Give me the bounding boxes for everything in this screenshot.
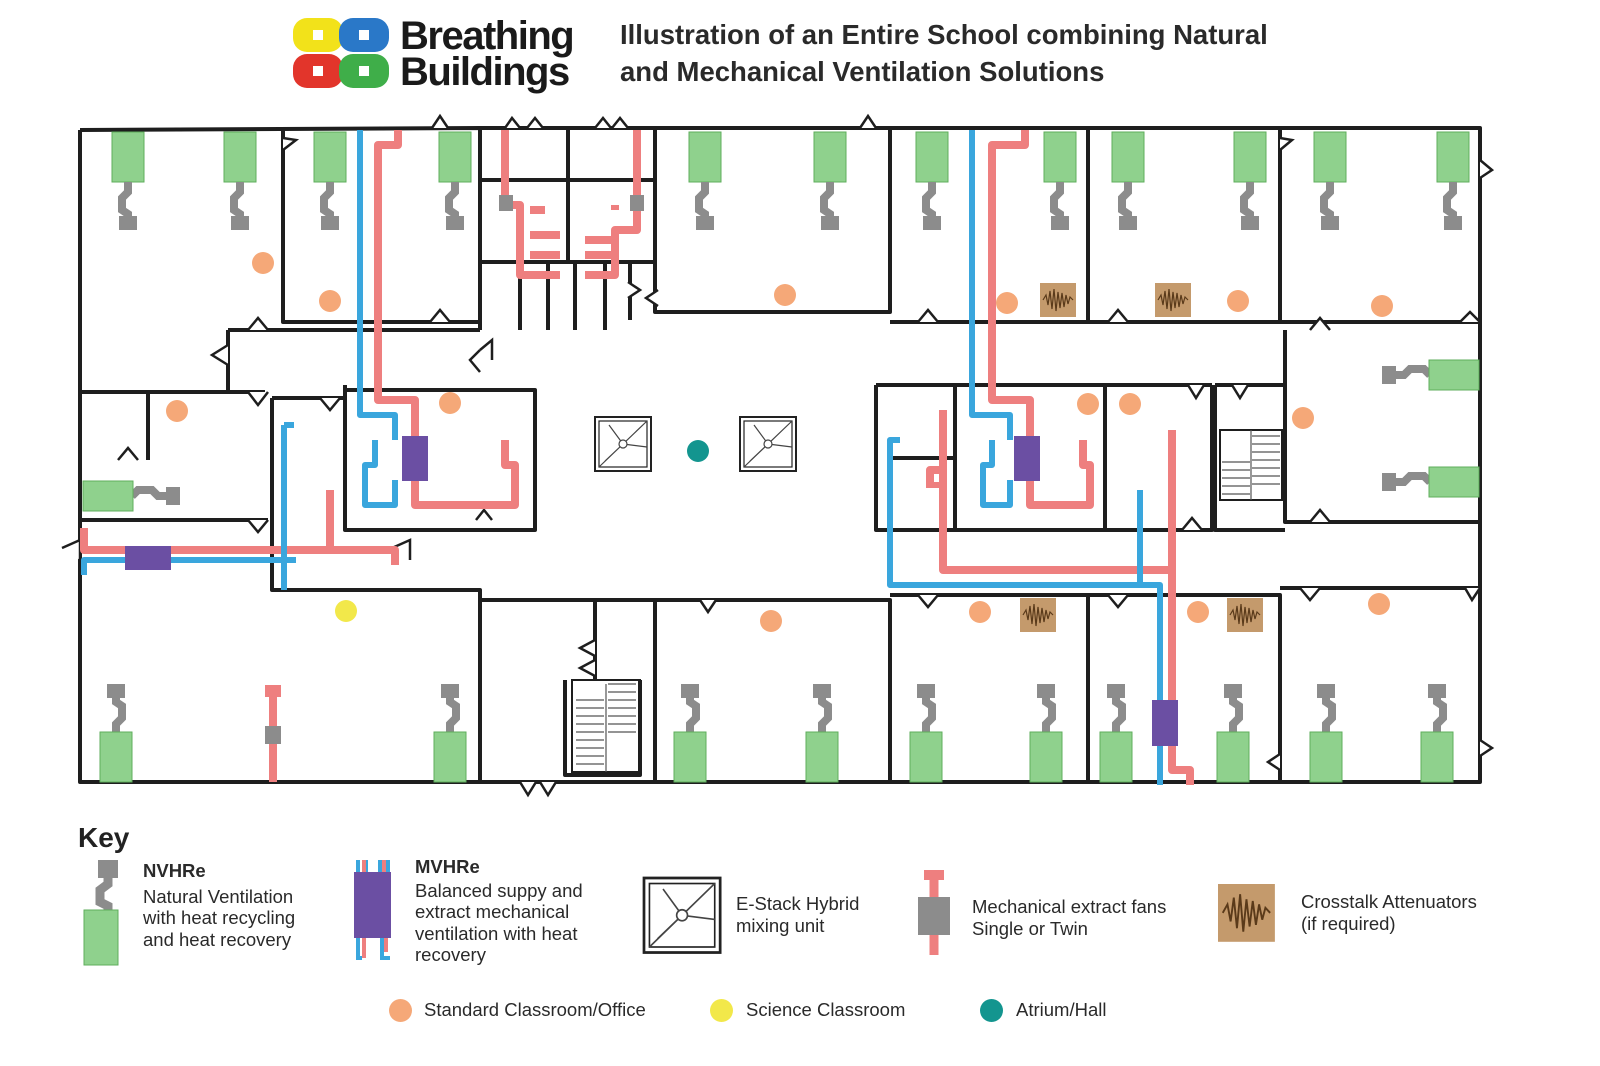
logo-word-breathing: Breathing: [400, 14, 575, 58]
science-classroom-label: Science Classroom: [746, 999, 906, 1020]
page-title: Illustration of an Entire School combini…: [620, 16, 1268, 90]
title-line-1: Illustration of an Entire School combini…: [620, 19, 1268, 50]
key-mvhre-line4: recovery: [415, 944, 486, 965]
atrium-hall-label: Atrium/Hall: [1016, 999, 1107, 1020]
door-swings: [61, 113, 1495, 798]
key-estack-line2: mixing unit: [736, 914, 825, 936]
key-heading: Key: [78, 822, 130, 853]
estack-unit: [739, 416, 797, 472]
key-nvhre-line2: with heat recycling: [143, 907, 296, 928]
key-extract-fans-text: Mechanical extract fans Single or Twin: [972, 896, 1166, 939]
mvhre-units: [125, 436, 1178, 746]
science-classroom-swatch: [710, 999, 733, 1022]
title-line-2: and Mechanical Ventilation Solutions: [620, 56, 1105, 87]
key-nvhre-line1: Natural Ventilation: [143, 885, 294, 907]
key-nvhre-line3: and heat recovery: [143, 928, 292, 950]
crosstalk-attenuator: [1154, 282, 1192, 318]
key-crosstalk-text: Crosstalk Attenuators (if required): [1301, 891, 1477, 934]
science-classroom-marker: [335, 600, 357, 622]
key-extract-fans-line2: Single or Twin: [972, 917, 1088, 939]
crosstalk-attenuator: [1019, 597, 1057, 633]
estack-unit: [594, 416, 652, 472]
key-estack-text: E-Stack Hybrid mixing unit: [736, 893, 859, 936]
standard-classroom-markers: [166, 252, 1393, 632]
key-mvhre-line1: Balanced suppy and: [415, 879, 583, 901]
key-mvhre-line2: extract mechanical: [415, 901, 570, 922]
key-crosstalk-line1: Crosstalk Attenuators: [1301, 891, 1477, 912]
breathing-buildings-logo: Breathing Buildings: [293, 14, 593, 94]
crosstalk-attenuator: [1226, 597, 1264, 633]
extract-fans: [265, 195, 644, 744]
standard-classroom-swatch: [389, 999, 412, 1022]
standard-classroom-label: Standard Classroom/Office: [424, 999, 646, 1020]
supply-ductwork: [81, 130, 1163, 785]
key-mvhre-line3: ventilation with heat: [415, 922, 578, 944]
logo-word-buildings: Buildings: [400, 50, 570, 94]
crosstalk-attenuator: [1039, 282, 1077, 318]
key-extract-fans-line1: Mechanical extract fans: [972, 896, 1167, 917]
key-mvhre-name: MVHRe: [415, 856, 480, 877]
key-nvhre-text: NVHRe Natural Ventilation with heat recy…: [143, 860, 295, 950]
atrium-marker: [687, 440, 709, 462]
stairs: [571, 429, 1283, 773]
key-estack-line1: E-Stack Hybrid: [736, 893, 860, 914]
header: Breathing Buildings Illustration of an E…: [0, 0, 1600, 110]
key-mvhre-text: MVHRe Balanced suppy and extract mechani…: [415, 856, 583, 966]
key-crosstalk-line2: (if required): [1301, 912, 1396, 934]
extract-ductwork: [80, 130, 1194, 785]
atrium-hall-swatch: [980, 999, 1003, 1022]
key-nvhre-name: NVHRe: [143, 860, 206, 881]
logo-mark-icon: [293, 18, 389, 88]
